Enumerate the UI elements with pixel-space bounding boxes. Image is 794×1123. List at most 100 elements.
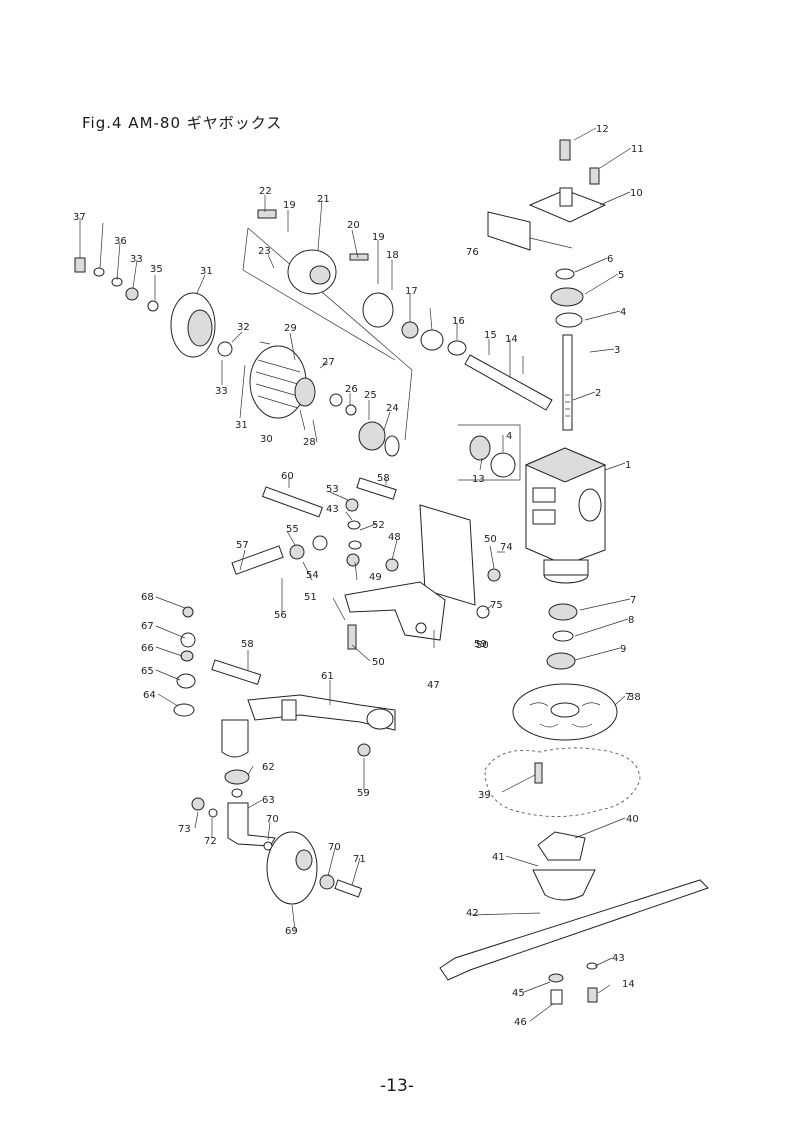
callout-1: 1 bbox=[625, 460, 631, 471]
bearing-17 bbox=[401, 321, 419, 339]
callout-68: 68 bbox=[141, 592, 154, 603]
seal-ring-16 bbox=[447, 340, 467, 356]
callout-51: 51 bbox=[304, 592, 317, 603]
callout-14: 14 bbox=[505, 334, 518, 345]
callout-76: 76 bbox=[466, 247, 479, 258]
callout-19b: 19 bbox=[372, 232, 385, 243]
lower-bevel-gear bbox=[548, 603, 578, 621]
callout-57: 57 bbox=[236, 540, 249, 551]
callout-17: 17 bbox=[405, 286, 418, 297]
callout-10: 10 bbox=[630, 188, 643, 199]
bearing-4 bbox=[420, 329, 444, 351]
callout-20: 20 bbox=[347, 220, 360, 231]
callout-39: 39 bbox=[478, 790, 491, 801]
nut-67 bbox=[180, 632, 196, 648]
callout-49: 49 bbox=[369, 572, 382, 583]
callout-24: 24 bbox=[386, 403, 399, 414]
callout-33: 33 bbox=[130, 254, 143, 265]
callout-23: 23 bbox=[258, 246, 271, 257]
callout-69: 69 bbox=[285, 926, 298, 937]
blade-nut bbox=[550, 989, 563, 1005]
callout-63: 63 bbox=[262, 795, 275, 806]
pinion-bearing bbox=[490, 452, 516, 478]
page-number: -13- bbox=[380, 1076, 414, 1096]
callout-65: 65 bbox=[141, 666, 154, 677]
callout-47: 47 bbox=[427, 680, 440, 691]
callout-6: 6 bbox=[607, 254, 613, 265]
callout-52: 52 bbox=[372, 520, 385, 531]
callout-64: 64 bbox=[143, 690, 156, 701]
callout-66: 66 bbox=[141, 643, 154, 654]
callout-15: 15 bbox=[484, 330, 497, 341]
blade-bolt bbox=[587, 987, 598, 1003]
bracket bbox=[487, 211, 531, 251]
bevel-gear-lower bbox=[555, 312, 583, 328]
bevel-pinion bbox=[469, 435, 491, 461]
callout-3: 3 bbox=[614, 345, 620, 356]
lever-roller-assembly bbox=[173, 606, 396, 905]
mount-plate bbox=[419, 504, 476, 606]
callout-13: 13 bbox=[472, 474, 485, 485]
callout-42: 42 bbox=[466, 908, 479, 919]
roller-arm-63 bbox=[227, 802, 276, 847]
callout-46: 46 bbox=[514, 1017, 527, 1028]
pin-57 bbox=[231, 545, 284, 575]
callout-70b: 70 bbox=[328, 842, 341, 853]
bearing-housing bbox=[362, 292, 394, 328]
callout-19: 19 bbox=[283, 200, 296, 211]
callout-33b: 33 bbox=[215, 386, 228, 397]
callout-48: 48 bbox=[388, 532, 401, 543]
callout-11: 11 bbox=[631, 144, 644, 155]
blade-holder bbox=[537, 831, 586, 861]
callout-28: 28 bbox=[303, 437, 316, 448]
callout-35: 35 bbox=[150, 264, 163, 275]
arm-47 bbox=[344, 581, 446, 641]
collar-62 bbox=[224, 769, 250, 785]
pulley-assembly bbox=[74, 257, 400, 457]
callout-26: 26 bbox=[345, 384, 358, 395]
callout-43b: 43 bbox=[612, 953, 625, 964]
callout-7b: 7 bbox=[625, 692, 631, 703]
bolt-37 bbox=[74, 257, 86, 273]
lower-snap-ring bbox=[552, 630, 574, 642]
callout-58b: 58 bbox=[241, 639, 254, 650]
callout-30: 30 bbox=[260, 434, 273, 445]
callout-31: 31 bbox=[200, 266, 213, 277]
input-shaft-assembly bbox=[242, 209, 553, 481]
callout-50b: 50 bbox=[476, 640, 489, 651]
callout-74: 74 bbox=[500, 542, 513, 553]
lower-bearing bbox=[546, 652, 576, 670]
callout-67: 67 bbox=[141, 621, 154, 632]
flange-25 bbox=[358, 421, 386, 451]
callout-73: 73 bbox=[178, 824, 191, 835]
callout-45: 45 bbox=[512, 988, 525, 999]
deck-outline bbox=[484, 747, 641, 817]
callout-5: 5 bbox=[618, 270, 624, 281]
gearbox-column bbox=[439, 139, 709, 1005]
callout-61: 61 bbox=[321, 671, 334, 682]
cover-bolt-2 bbox=[589, 167, 600, 185]
callout-18: 18 bbox=[386, 250, 399, 261]
callout-32: 32 bbox=[237, 322, 250, 333]
callout-70: 70 bbox=[266, 814, 279, 825]
callout-55: 55 bbox=[286, 524, 299, 535]
callout-75: 75 bbox=[490, 600, 503, 611]
callout-50: 50 bbox=[484, 534, 497, 545]
cover-boss bbox=[559, 187, 573, 207]
callout-71: 71 bbox=[353, 854, 366, 865]
callout-62: 62 bbox=[262, 762, 275, 773]
callout-29: 29 bbox=[284, 323, 297, 334]
callout-22: 22 bbox=[259, 186, 272, 197]
callout-38: 38 bbox=[628, 692, 641, 703]
callout-59: 59 bbox=[357, 788, 370, 799]
input-shaft bbox=[464, 354, 553, 411]
callout-2: 2 bbox=[595, 388, 601, 399]
callout-4: 4 bbox=[620, 307, 626, 318]
callout-36: 36 bbox=[114, 236, 127, 247]
callout-7: 7 bbox=[630, 595, 636, 606]
snap-ring bbox=[555, 268, 575, 280]
bevel-gear-upper bbox=[550, 287, 584, 307]
axle-bolt-71 bbox=[334, 879, 363, 898]
callout-53: 53 bbox=[326, 484, 339, 495]
